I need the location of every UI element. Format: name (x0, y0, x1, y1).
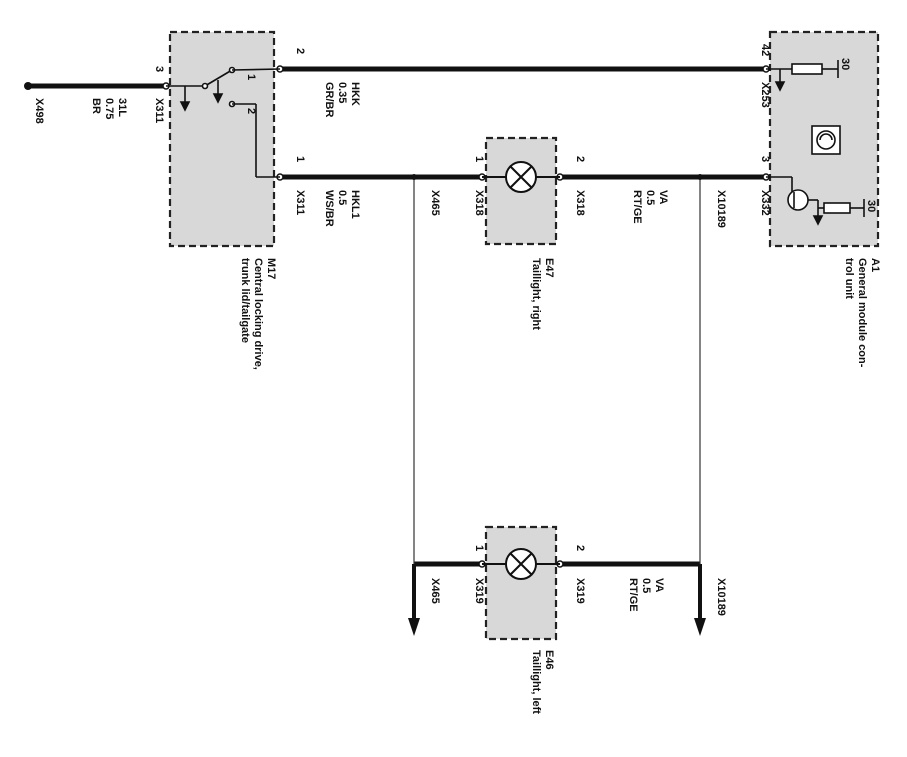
m17-desc-line1: Central locking drive, (252, 258, 264, 370)
lamp-icon (482, 548, 560, 580)
a1-pin42: 42 (759, 44, 771, 56)
e47-id: E47 (543, 258, 555, 278)
ground-arrow-icon (408, 564, 420, 636)
fuse-icon (766, 60, 839, 92)
e46-desc: Taillight, left (530, 650, 542, 714)
m17-pin3: 3 (153, 66, 165, 72)
e47-pin2: 2 (574, 156, 586, 162)
x498-connector-label: X498 (33, 98, 45, 124)
control-unit-icon (811, 125, 841, 155)
va-right-gauge-label: 0.5 (644, 190, 656, 205)
x498-color-label: BR (90, 98, 102, 114)
x10189-top-label: X10189 (715, 190, 727, 228)
ground-arrow-icon (694, 564, 706, 636)
a1-30-top: 30 (839, 58, 851, 70)
va-right-circuit-label: VA (657, 190, 669, 205)
e46-pin1: 1 (473, 545, 485, 551)
switch-icon (166, 66, 281, 178)
switch-pin2: 2 (245, 108, 257, 114)
switch-pin1: 1 (245, 74, 257, 80)
x498-terminal (24, 82, 32, 90)
x318-pin1-label: X318 (473, 190, 485, 216)
fuse-icon (818, 199, 865, 217)
x318-pin2-label: X318 (574, 190, 586, 216)
x10189-bottom-label: X10189 (715, 578, 727, 616)
hkk-gauge-label: 0.35 (336, 82, 348, 103)
va-left-circuit-label: VA (653, 578, 665, 593)
hkl1-circuit-label: HKL1 (349, 190, 361, 219)
splice-dot-x10189 (697, 174, 703, 180)
x465-top-label: X465 (429, 190, 441, 216)
m17-id: M17 (265, 258, 277, 279)
m17-pin1: 1 (294, 156, 306, 162)
x465-bottom-label: X465 (429, 578, 441, 604)
va-left-gauge-label: 0.5 (640, 578, 652, 593)
e46-box (484, 525, 558, 641)
x332-label: X332 (759, 190, 771, 216)
x311-pin1-connector-label: X311 (294, 190, 306, 215)
x319-pin2-label: X319 (574, 578, 586, 604)
a1-desc-line2: trol unit (843, 258, 855, 299)
lamp-icon (482, 161, 560, 193)
a1-desc-line1: General module con- (856, 258, 868, 368)
m17-pin2: 2 (294, 48, 306, 54)
transistor-icon (766, 176, 824, 226)
va-left-color-label: RT/GE (627, 578, 639, 612)
hkl1-color-label: WS/BR (323, 190, 335, 227)
splice-dot-x465 (411, 174, 417, 180)
a1-id: A1 (869, 258, 881, 272)
e46-pin2: 2 (574, 545, 586, 551)
a1-pin3: 3 (759, 156, 771, 162)
hkk-circuit-label: HKK (349, 82, 361, 106)
e46-id: E46 (543, 650, 555, 670)
x319-pin1-label: X319 (473, 578, 485, 604)
hkl1-gauge-label: 0.5 (336, 190, 348, 205)
a1-30-bottom: 30 (865, 200, 877, 212)
hkk-color-label: GR/BR (323, 82, 335, 118)
m17-box (168, 30, 276, 248)
x311-pin3-connector-label: X311 (153, 98, 165, 123)
m17-desc-line2: trunk lid/tailgate (239, 258, 251, 343)
e47-pin1: 1 (473, 156, 485, 162)
va-right-color-label: RT/GE (631, 190, 643, 224)
e47-desc: Taillight, right (530, 258, 542, 330)
x253-label: X253 (759, 82, 771, 108)
x498-gauge-label: 0.75 (103, 98, 115, 119)
x498-circuit-label: 31L (116, 98, 128, 117)
